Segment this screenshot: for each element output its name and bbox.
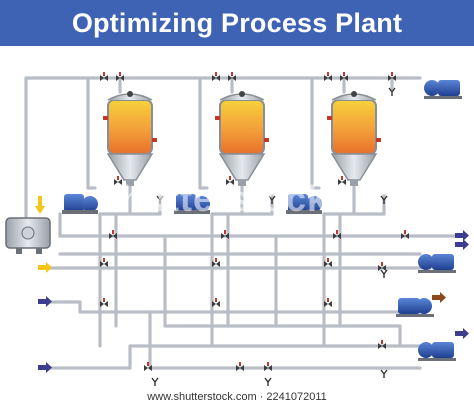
title-bar: Optimizing Process Plant [0, 0, 474, 46]
pump-icon [418, 342, 456, 361]
flow-arrow-icon [35, 196, 469, 373]
footer-credit: www.shutterstock.com · 2241072011 [0, 388, 474, 405]
pump-icon [286, 194, 322, 214]
pipe-network [24, 76, 462, 370]
pump-icon [424, 80, 462, 99]
tank-3 [327, 91, 381, 186]
process-diagram [5, 72, 469, 387]
pump-icon [418, 254, 456, 273]
mixer-icon [5, 217, 51, 254]
tank-2 [215, 91, 269, 186]
pump-icon [62, 194, 98, 214]
pump-icon [174, 194, 210, 214]
tank-1 [103, 91, 157, 186]
pump-icon [396, 298, 434, 317]
page-title: Optimizing Process Plant [71, 7, 403, 38]
